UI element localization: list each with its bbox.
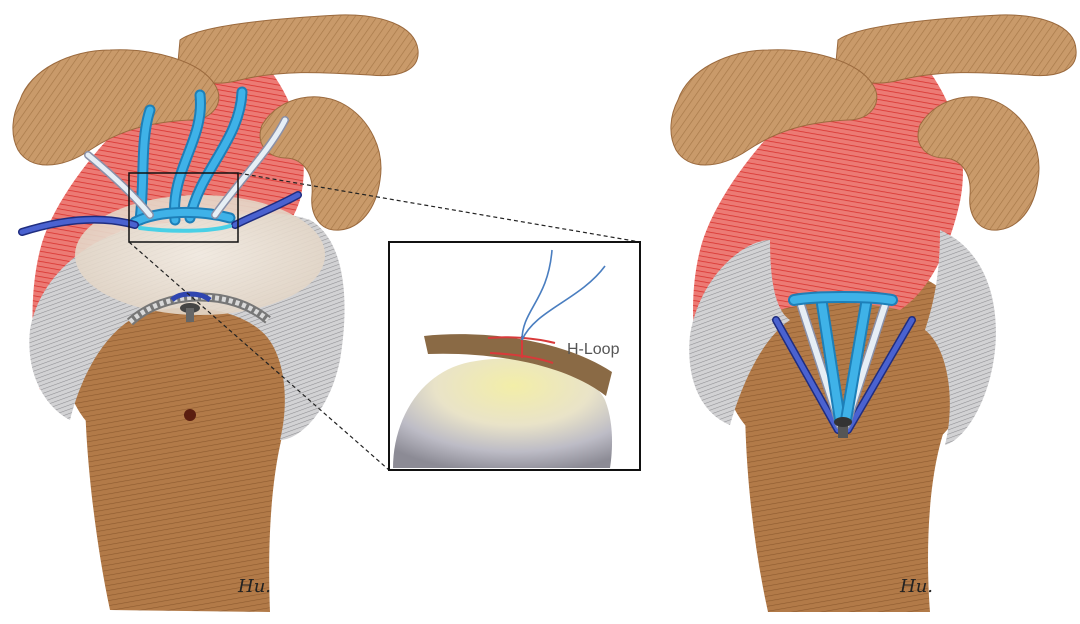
inset-humeral-head	[393, 358, 613, 468]
h-loop-inset: H-Loop	[388, 241, 641, 471]
signature-left: Hu.	[237, 576, 271, 597]
acromion-left	[177, 14, 419, 84]
left-shoulder-panel: Hu.	[12, 14, 641, 612]
acromion-right	[835, 14, 1077, 84]
inset-graft-strip	[424, 334, 612, 396]
signature-right: Hu.	[899, 576, 933, 597]
zoom-leader-lines	[128, 172, 641, 471]
humeral-tuberosity-right	[718, 261, 972, 459]
anchor-hole-left	[184, 409, 196, 421]
suture-bridge-construct	[772, 291, 916, 434]
coracoid-right	[917, 96, 1040, 231]
coracoid-left	[259, 96, 382, 231]
scapular-spine-left	[12, 49, 220, 166]
scapular-spine-right	[670, 49, 878, 166]
inset-suture-tails	[521, 249, 606, 341]
sutures-left	[18, 86, 302, 236]
rotator-cuff-tendon-right	[689, 240, 790, 425]
suture-anchor-right	[834, 417, 852, 438]
h-loop-label: H-Loop	[567, 341, 620, 358]
detail-box-left	[128, 172, 239, 243]
rotator-cuff-tendon-right-2	[925, 230, 996, 445]
right-shoulder-panel: Hu.	[670, 14, 1077, 612]
suture-anchor-left	[170, 291, 212, 322]
